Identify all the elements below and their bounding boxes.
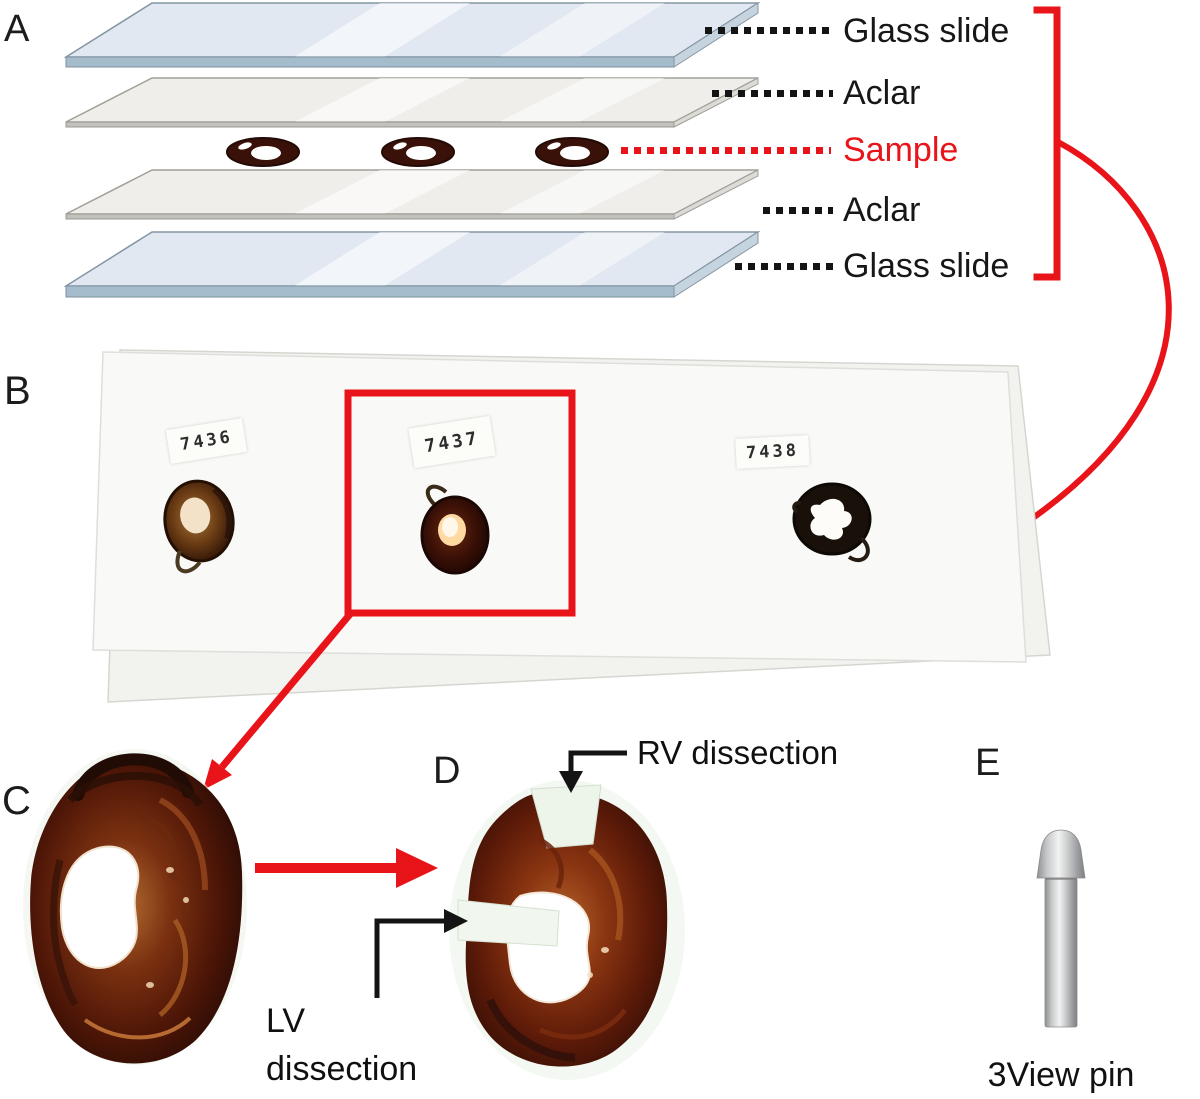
- dotted-leader-sample: [621, 147, 831, 154]
- red-bracket: [1033, 6, 1061, 281]
- dotted-leader-glass-top: [705, 27, 833, 34]
- panel-d-heart-section: [374, 750, 685, 1080]
- pin-cap: [1036, 829, 1086, 879]
- glass-slide-bottom: [63, 231, 761, 298]
- slide-sample-7437: [420, 484, 490, 575]
- panel-c-label: C: [2, 779, 31, 823]
- lv-dissection-label-line1: LV: [266, 1002, 306, 1040]
- panel-b-slides: [92, 349, 1051, 790]
- sample-section-2: [381, 137, 455, 167]
- highlight-box-7437: [344, 389, 576, 617]
- heart-c-lumen: [59, 845, 140, 969]
- rv-annotation-arrow: [568, 750, 627, 779]
- zoom-connector-arrowhead: [203, 759, 232, 790]
- lv-dissection-cut: [457, 899, 560, 947]
- layer-label-aclar-bottom: Aclar: [843, 191, 921, 229]
- slide-sample-7438: [792, 482, 872, 563]
- zoom-connector-line: [219, 610, 354, 770]
- panel-e-pin: [1036, 829, 1086, 1028]
- panel-b-label: B: [4, 369, 31, 413]
- slide-sheet-front: [92, 351, 1027, 663]
- aclar-sheet-upper: [65, 77, 759, 128]
- rv-annotation-arrowhead: [559, 771, 583, 793]
- dotted-leader-aclar-top: [712, 90, 833, 97]
- red-curved-arrow: [1015, 139, 1172, 532]
- panel-c-heart-section: [23, 749, 438, 1065]
- rv-dissection-label: RV dissection: [637, 734, 839, 771]
- panel-d-label: D: [433, 750, 461, 792]
- sample-sections-row: [226, 137, 609, 167]
- slide-sticker-7438: 7438: [735, 435, 810, 469]
- sample-section-1: [226, 137, 300, 167]
- dotted-leader-glass-bottom: [735, 263, 833, 270]
- lv-annotation-arrow: [374, 918, 446, 998]
- lv-annotation-arrowhead: [444, 909, 468, 933]
- glass-slide-top: [63, 2, 761, 68]
- lv-dissection-label-line2: dissection: [266, 1050, 418, 1088]
- panel-e-label: E: [975, 742, 1001, 784]
- rv-dissection-cut: [530, 784, 602, 849]
- panel-a-label: A: [4, 8, 30, 50]
- aclar-sheet-lower: [65, 169, 759, 220]
- sample-section-3: [535, 137, 609, 167]
- layer-label-sample: Sample: [843, 131, 959, 169]
- layer-label-glass-bottom: Glass slide: [843, 247, 1010, 285]
- panel-a-stack: [63, 2, 1172, 549]
- c-to-d-arrowhead: [396, 848, 438, 888]
- pin-shaft: [1044, 877, 1078, 1028]
- slide-sample-7436: [163, 479, 235, 574]
- dotted-leader-aclar-bottom: [763, 207, 833, 214]
- layer-label-glass-top: Glass slide: [843, 12, 1010, 50]
- pin-caption: 3View pin: [987, 1056, 1135, 1094]
- heart-c-top-loop: [72, 753, 194, 801]
- layer-label-aclar-top: Aclar: [843, 74, 921, 112]
